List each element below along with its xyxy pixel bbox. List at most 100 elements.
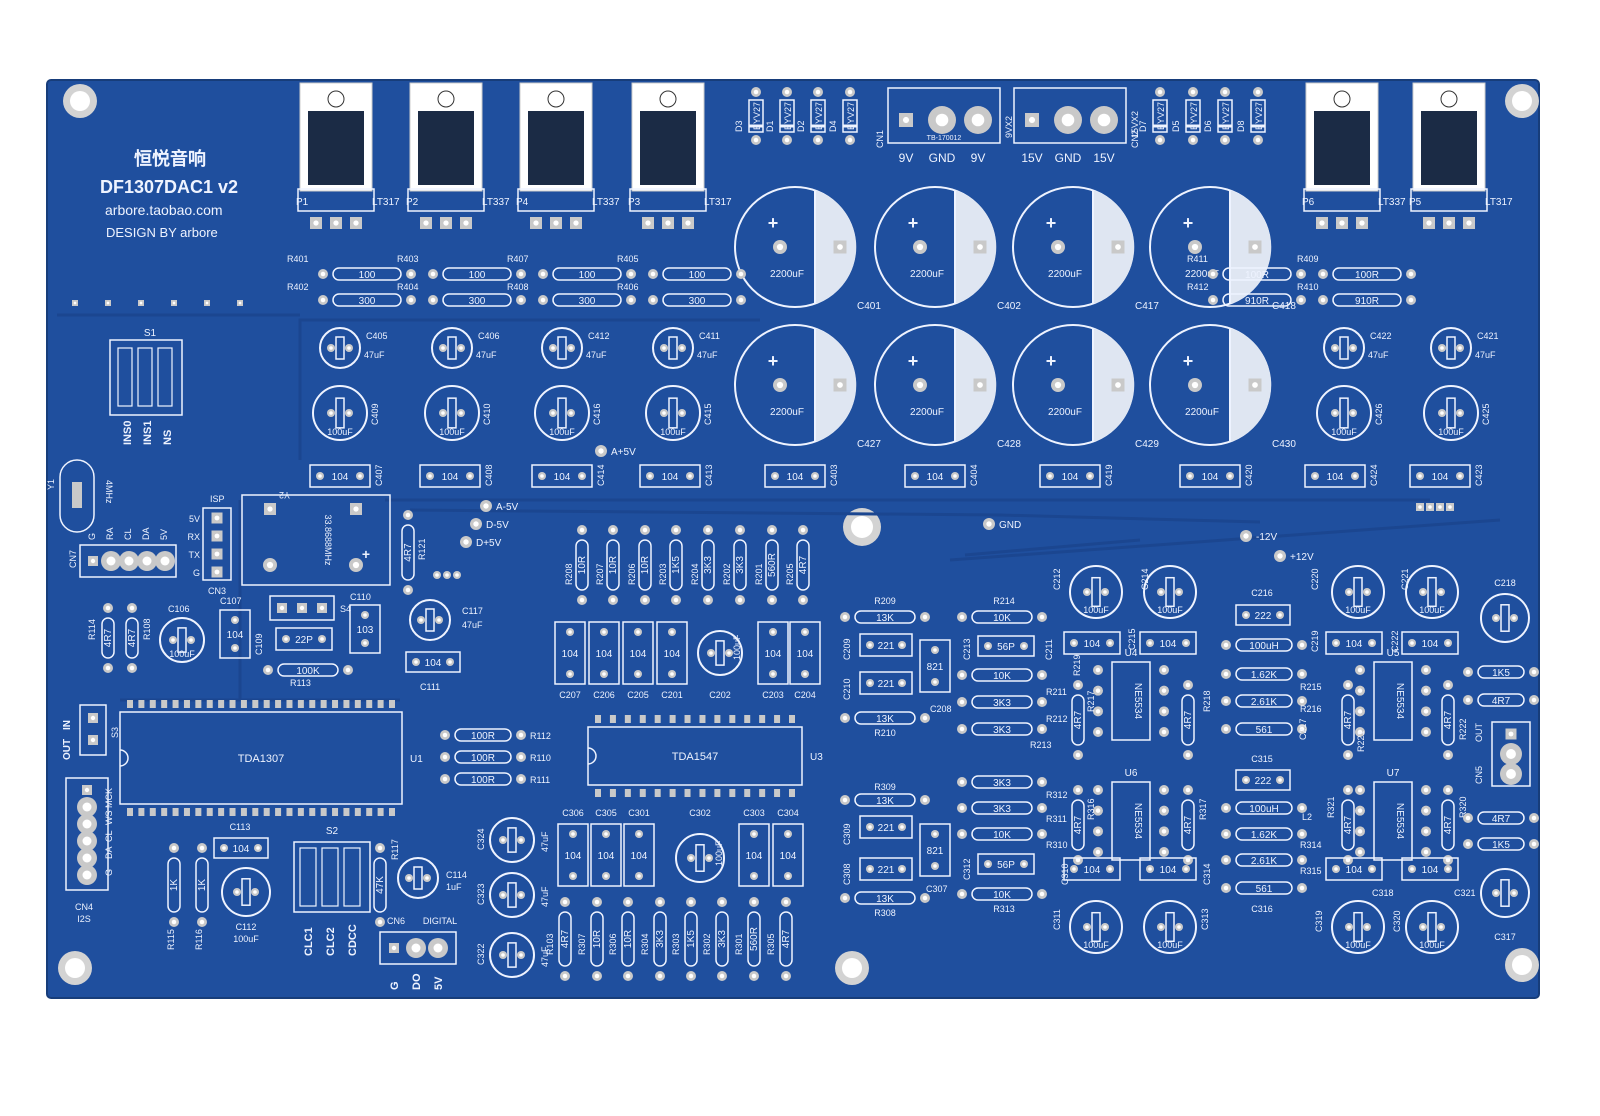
resistor-R208-pad-b-hole: [579, 597, 585, 603]
resistor-R404-pad-a-hole: [430, 297, 436, 303]
chip-U3-pin: [654, 789, 661, 797]
cap-C403-ref: C403: [829, 464, 839, 486]
cap-C202: [697, 630, 743, 676]
cap-C425-pad-b-hole: [1458, 411, 1462, 415]
c209-ref: C209: [842, 638, 852, 660]
resistor-R409: [1332, 267, 1402, 281]
diode-D5-ref: D5: [1171, 120, 1181, 132]
resistor-filter-0-value: 10K: [993, 671, 1011, 682]
c218-ref: C218: [1494, 578, 1516, 588]
chip-U6-pin-hole: [1095, 849, 1101, 855]
mr-part-bot-0-pad-a-hole: [1223, 805, 1229, 811]
resistor-R304-value: 3K3: [655, 930, 666, 948]
bulk-cap-C417-pad-plus-hole: [1054, 243, 1062, 251]
resistor-R405: [662, 267, 732, 281]
resistor-R403: [442, 267, 512, 281]
via-hole: [172, 301, 176, 305]
cap-C114-band: [413, 866, 423, 890]
cap-C207-pad-b-hole: [568, 672, 572, 676]
resistor-R112-pad-b-hole: [518, 732, 524, 738]
diode-D7-pad-a-hole: [1157, 89, 1163, 95]
r213-ref: R213: [1030, 740, 1052, 750]
cn7-label-1: RA: [105, 527, 115, 540]
chip-U4-pin-hole: [1161, 688, 1167, 693]
bulk-cap-C428-ref: C428: [997, 439, 1021, 450]
chip-U1-pin: [218, 700, 225, 708]
oscillator-y2-value: 33.8688MHz: [323, 514, 333, 566]
cn4-pin-hole: [82, 870, 92, 880]
cap-ra-104a: [1325, 631, 1383, 655]
resistor-R313: [971, 887, 1033, 901]
cap-C406-pad-a-hole: [441, 346, 445, 350]
bulk-cap-C401-ref: C401: [857, 301, 881, 312]
regulator-P6-pin-hole: [1359, 220, 1365, 226]
cap-C205-pad-a-hole: [636, 630, 640, 634]
chip-U5-pin-hole: [1423, 729, 1429, 735]
resistor-R410-value: 910R: [1355, 296, 1379, 307]
cap-C415-band: [668, 397, 678, 429]
diode-D4-pad-a-hole: [847, 89, 853, 95]
cap-C422: [1323, 327, 1365, 369]
regulator-P2-pin-hole: [423, 220, 429, 226]
bulk-cap-C429-plus: +: [1046, 351, 1057, 371]
diode-D5-pad-a-hole: [1190, 89, 1196, 95]
cap-C114-pad-a-hole: [407, 876, 411, 880]
cap-C324-pad-a-hole: [501, 838, 505, 842]
cap-C422-pad-a-hole: [1333, 346, 1337, 350]
switch-s3: [79, 704, 107, 756]
cap-C318-box-pad-b-hole: [1370, 867, 1374, 871]
cap-C410-pad-a-hole: [441, 411, 445, 415]
cap-C309-pad-b-hole: [900, 825, 904, 829]
mr-part-bot-1-pad-a-hole: [1223, 831, 1229, 837]
cap-C420-ref: C420: [1244, 464, 1254, 486]
isp-label-1: RX: [187, 532, 200, 542]
r216-ref: R216: [1300, 704, 1322, 714]
cn6-pin-hole: [433, 943, 443, 953]
cap-C415-pad-a-hole: [662, 411, 666, 415]
cap-C407-ref: C407: [374, 464, 384, 486]
cap-C319-pad-a-hole: [1347, 925, 1351, 929]
resistor-filter-1: [971, 695, 1033, 709]
chip-U3-pin: [684, 715, 691, 723]
cap-C323-band: [507, 882, 517, 908]
resistor-R305-value: 4R7: [781, 929, 792, 948]
resistor-filter-0-pad-b-hole: [1039, 672, 1045, 678]
switch-s1: [109, 339, 183, 416]
resistor-R207-pad-a-hole: [610, 527, 616, 533]
chip-U7-pin-hole: [1357, 849, 1363, 855]
resistor-R307-pad-b-hole: [594, 973, 600, 979]
chip-U3-pin: [595, 789, 601, 797]
resistor-fb-0-pad-b-hole: [1039, 779, 1045, 785]
resistor-R115-value: 1K: [169, 879, 180, 892]
chip-U5-pin-hole: [1357, 709, 1363, 714]
chip-U7: [1373, 781, 1413, 861]
r114-ref: R114: [87, 619, 97, 640]
cap-C311-band: [1091, 911, 1101, 943]
cap-C210-pad-b-hole: [900, 681, 904, 685]
resistor-R202-pad-b-hole: [737, 597, 743, 603]
cap-C425-value: 100uF: [1438, 427, 1464, 437]
mr-part-top-1-value: 1.62K: [1251, 670, 1277, 681]
resistor-fb-1-pad-a-hole: [959, 805, 965, 811]
resistor-R209-pad-b-hole: [922, 614, 928, 620]
cap-C302-value: 100uF: [714, 840, 724, 866]
diode-D7: [1152, 99, 1168, 133]
R302-ref: R302: [702, 933, 712, 955]
cap-C408-value: 104: [442, 472, 459, 483]
bulk-cap-C427-ref: C427: [857, 439, 881, 450]
regulator-P4-pin-hole: [573, 220, 579, 226]
chip-U3: [587, 726, 803, 786]
resistor-R403-value: 100: [469, 270, 486, 281]
resistor-R407: [552, 267, 622, 281]
r219-ref: R219: [1072, 654, 1082, 676]
resistor-filter-1-pad-b-hole: [1039, 699, 1045, 705]
cap-C314-pad-b-hole: [1184, 867, 1188, 871]
s3-ref: S3: [110, 727, 120, 738]
resistor-R305-pad-a-hole: [783, 899, 789, 905]
resistor-R404: [442, 293, 512, 307]
bulk-cap-C430-ref: C430: [1272, 439, 1296, 450]
resistor-R309-pad-a-hole: [842, 797, 848, 803]
resistor-R301-pad-a-hole: [751, 899, 757, 905]
cap-C425: [1423, 385, 1479, 441]
chip-U1-pin: [195, 808, 202, 816]
